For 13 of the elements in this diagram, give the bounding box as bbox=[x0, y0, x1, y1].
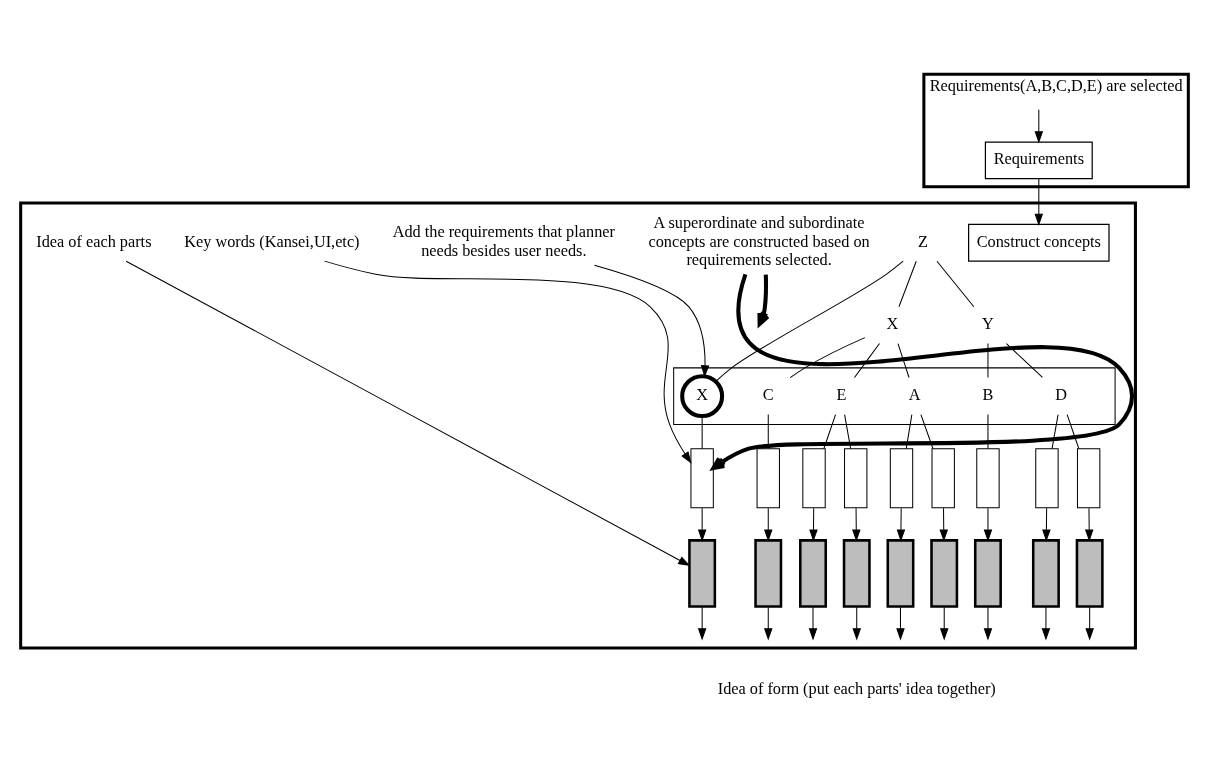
node-text: A superordinate and subordinate concepts are constructed based on requirements selected. bbox=[648, 214, 870, 269]
label: Idea of form (put each parts' idea together) bbox=[717, 680, 996, 699]
node-text: A bbox=[908, 386, 921, 405]
node-text: X bbox=[886, 315, 899, 334]
node-text: B bbox=[982, 386, 994, 405]
node-text: E bbox=[836, 386, 847, 405]
node-text: Z bbox=[917, 232, 928, 251]
node-text: Key words (Kansei,UI,etc) bbox=[184, 232, 360, 251]
node-text: D bbox=[1055, 386, 1068, 405]
node-text: Add the requirements that planner needs besides user needs. bbox=[392, 223, 615, 260]
node-text: Y bbox=[982, 315, 994, 334]
node-text: Idea of each parts bbox=[36, 232, 152, 251]
node-text: C bbox=[762, 386, 774, 405]
